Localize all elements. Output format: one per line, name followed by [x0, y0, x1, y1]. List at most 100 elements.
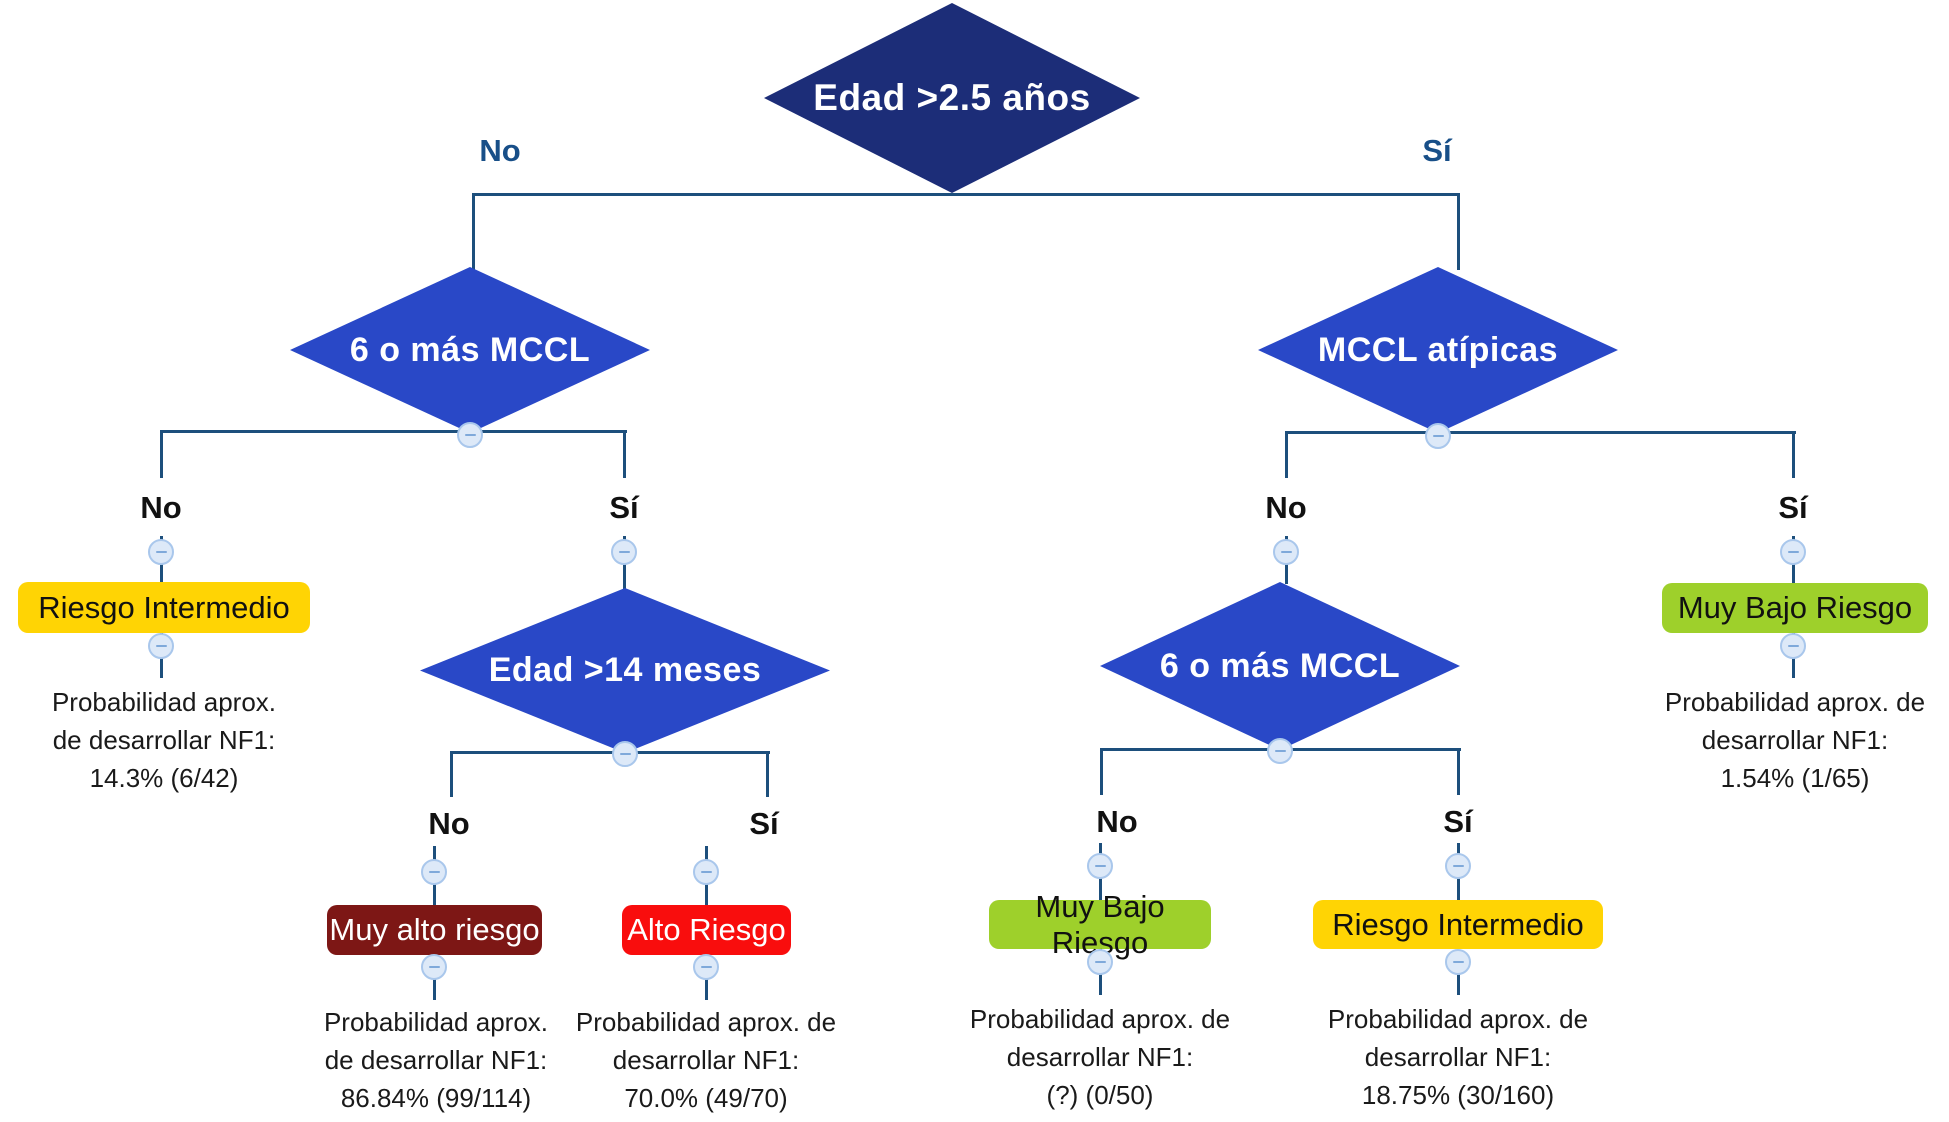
probability-line: 70.0% (49/70)	[624, 1083, 788, 1113]
collapse-toggle-icon[interactable]	[1273, 539, 1299, 565]
probability-line: 1.54% (1/65)	[1720, 763, 1870, 793]
branch-label-yes: Sí	[609, 490, 639, 525]
minus-icon	[464, 434, 476, 436]
decision-node-age-2-5: Edad >2.5 años	[764, 3, 1140, 193]
risk-badge-very-high: Muy alto riesgo	[327, 905, 542, 955]
probability-line: 86.84% (99/114)	[340, 1083, 532, 1113]
branch-label-no: No	[1265, 490, 1307, 525]
collapse-toggle-icon[interactable]	[1087, 949, 1113, 975]
probability-line: de desarrollar NF1:	[52, 725, 276, 755]
branch-label-no: No	[140, 490, 182, 525]
minus-icon	[619, 753, 631, 755]
probability-text: Probabilidad aprox. de desarrollar NF1: …	[930, 1000, 1270, 1114]
minus-icon	[1094, 961, 1106, 963]
collapse-toggle-icon[interactable]	[1267, 738, 1293, 764]
minus-icon	[1787, 551, 1799, 553]
probability-text: Probabilidad aprox. de desarrollar NF1: …	[4, 683, 324, 797]
probability-line: 14.3% (6/42)	[89, 763, 239, 793]
decision-node-6-mccl-left: 6 o más MCCL	[290, 267, 650, 433]
connector-line	[1792, 431, 1795, 478]
minus-icon	[618, 551, 630, 553]
decision-node-label: 6 o más MCCL	[1159, 646, 1401, 685]
minus-icon	[1452, 865, 1464, 867]
minus-icon	[155, 551, 167, 553]
probability-text: Probabilidad aprox. de desarrollar NF1: …	[276, 1003, 596, 1117]
probability-line: desarrollar NF1:	[1701, 725, 1889, 755]
collapse-toggle-icon[interactable]	[693, 859, 719, 885]
risk-badge-very-low: Muy Bajo Riesgo	[989, 889, 1211, 960]
decision-node-label: MCCL atípicas	[1317, 330, 1559, 369]
decision-node-label: Edad >2.5 años	[813, 77, 1091, 118]
minus-icon	[428, 871, 440, 873]
collapse-toggle-icon[interactable]	[1780, 539, 1806, 565]
probability-line: Probabilidad aprox.	[51, 687, 277, 717]
risk-badge-intermediate: Riesgo Intermedio	[18, 582, 310, 633]
connector-line	[451, 751, 770, 754]
collapse-toggle-icon[interactable]	[1445, 853, 1471, 879]
connector-line	[1457, 748, 1460, 795]
minus-icon	[700, 871, 712, 873]
minus-icon	[428, 966, 440, 968]
collapse-toggle-icon[interactable]	[1445, 949, 1471, 975]
collapse-toggle-icon[interactable]	[457, 422, 483, 448]
connector-line	[472, 193, 475, 270]
connector-line	[1285, 431, 1288, 478]
probability-line: Probabilidad aprox. de	[969, 1004, 1231, 1034]
minus-icon	[1452, 961, 1464, 963]
branch-label-no: No	[1096, 804, 1138, 839]
collapse-toggle-icon[interactable]	[148, 633, 174, 659]
minus-icon	[1432, 435, 1444, 437]
connector-line	[450, 751, 453, 797]
collapse-toggle-icon[interactable]	[1780, 633, 1806, 659]
decision-node-mccl-atypical: MCCL atípicas	[1258, 267, 1618, 433]
probability-text: Probabilidad aprox. de desarrollar NF1: …	[1288, 1000, 1628, 1114]
minus-icon	[700, 966, 712, 968]
risk-badge-very-low: Muy Bajo Riesgo	[1662, 583, 1928, 633]
risk-badge-intermediate: Riesgo Intermedio	[1313, 900, 1603, 949]
decision-node-age-14-months: Edad >14 meses	[420, 588, 830, 753]
probability-line: Probabilidad aprox. de	[1327, 1004, 1589, 1034]
collapse-toggle-icon[interactable]	[1425, 423, 1451, 449]
probability-line: Probabilidad aprox.	[323, 1007, 549, 1037]
collapse-toggle-icon[interactable]	[421, 859, 447, 885]
collapse-toggle-icon[interactable]	[1087, 853, 1113, 879]
probability-line: de desarrollar NF1:	[324, 1045, 548, 1075]
collapse-toggle-icon[interactable]	[611, 539, 637, 565]
probability-line: Probabilidad aprox. de	[575, 1007, 837, 1037]
probability-text: Probabilidad aprox. de desarrollar NF1: …	[1625, 683, 1949, 797]
connector-line	[1286, 431, 1796, 434]
collapse-toggle-icon[interactable]	[612, 741, 638, 767]
probability-text: Probabilidad aprox. de desarrollar NF1: …	[536, 1003, 876, 1117]
minus-icon	[155, 645, 167, 647]
collapse-toggle-icon[interactable]	[693, 954, 719, 980]
minus-icon	[1274, 750, 1286, 752]
connector-line	[160, 430, 163, 478]
probability-line: Probabilidad aprox. de	[1664, 687, 1926, 717]
collapse-toggle-icon[interactable]	[148, 539, 174, 565]
branch-label-yes: Sí	[749, 806, 779, 841]
minus-icon	[1094, 865, 1106, 867]
risk-badge-high: Alto Riesgo	[622, 905, 791, 955]
probability-line: 18.75% (30/160)	[1361, 1080, 1555, 1110]
decision-node-label: 6 o más MCCL	[349, 330, 591, 369]
connector-line	[1100, 748, 1103, 795]
connector-line	[1457, 193, 1460, 270]
branch-label-no: No	[479, 133, 521, 168]
connector-line	[473, 193, 1460, 196]
branch-label-yes: Sí	[1422, 133, 1452, 168]
probability-line: desarrollar NF1:	[612, 1045, 800, 1075]
connector-line	[766, 751, 769, 797]
collapse-toggle-icon[interactable]	[421, 954, 447, 980]
probability-line: (?) (0/50)	[1046, 1080, 1154, 1110]
connector-line	[161, 430, 627, 433]
connector-line	[623, 430, 626, 478]
minus-icon	[1280, 551, 1292, 553]
branch-label-yes: Sí	[1443, 804, 1473, 839]
decision-node-label: Edad >14 meses	[488, 651, 762, 689]
minus-icon	[1787, 645, 1799, 647]
probability-line: desarrollar NF1:	[1006, 1042, 1194, 1072]
decision-node-6-mccl-right: 6 o más MCCL	[1100, 582, 1460, 750]
branch-label-no: No	[428, 806, 470, 841]
probability-line: desarrollar NF1:	[1364, 1042, 1552, 1072]
